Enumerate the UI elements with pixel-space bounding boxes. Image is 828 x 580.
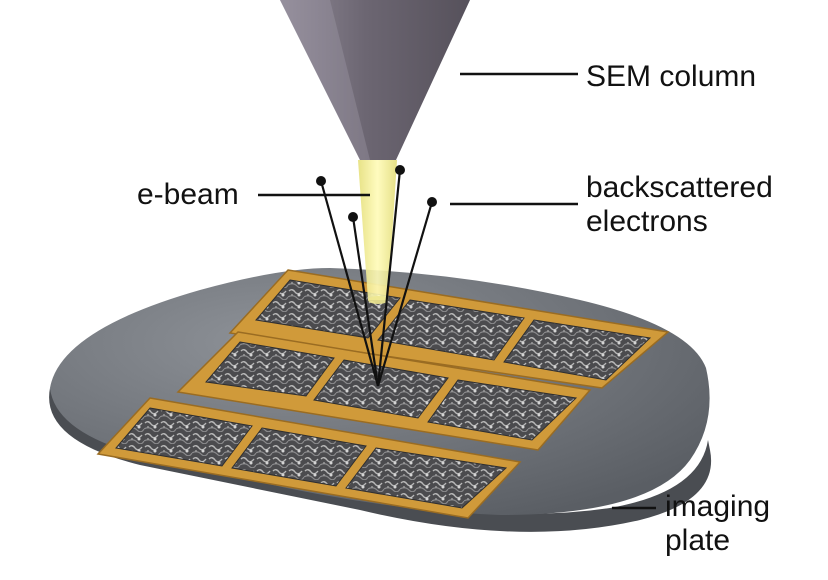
cell-middle-3 [427, 379, 578, 441]
cell-back-2 [377, 299, 525, 361]
label-backscattered-line2: electrons [586, 205, 708, 238]
leader-lines [258, 72, 656, 510]
electron-dot [348, 212, 358, 222]
cell-front-3 [345, 447, 508, 509]
sample-row-front [96, 397, 522, 519]
sample-row-middle [176, 331, 592, 451]
cell-front-2 [231, 427, 367, 487]
label-imaging-plate-line2: plate [665, 524, 731, 557]
electron-dot [316, 176, 326, 186]
cell-front-1 [115, 407, 253, 467]
label-backscattered-line1: backscattered [586, 171, 773, 204]
beam-spot [368, 296, 388, 304]
electron-dots [316, 165, 437, 222]
trajectory-4 [376, 201, 434, 387]
trajectory-3 [376, 169, 402, 387]
cell-middle-2 [313, 359, 449, 419]
label-imaging-plate-line1: imaging [665, 490, 771, 523]
label-e-beam: e-beam [137, 178, 239, 211]
sem-column [280, 0, 470, 160]
cell-middle-1 [205, 341, 335, 397]
electron-dot [427, 197, 437, 207]
backscattered-trajectories [319, 169, 434, 387]
cell-back-3 [503, 319, 652, 381]
electron-dot [395, 165, 405, 175]
column-highlight [280, 0, 370, 160]
label-backscattered-electrons: backscattered electrons [586, 171, 773, 239]
trajectory-2 [351, 216, 380, 387]
trajectory-1 [319, 180, 380, 387]
label-sem-column: SEM column [586, 60, 757, 93]
label-imaging-plate: imaging plate [665, 490, 770, 558]
